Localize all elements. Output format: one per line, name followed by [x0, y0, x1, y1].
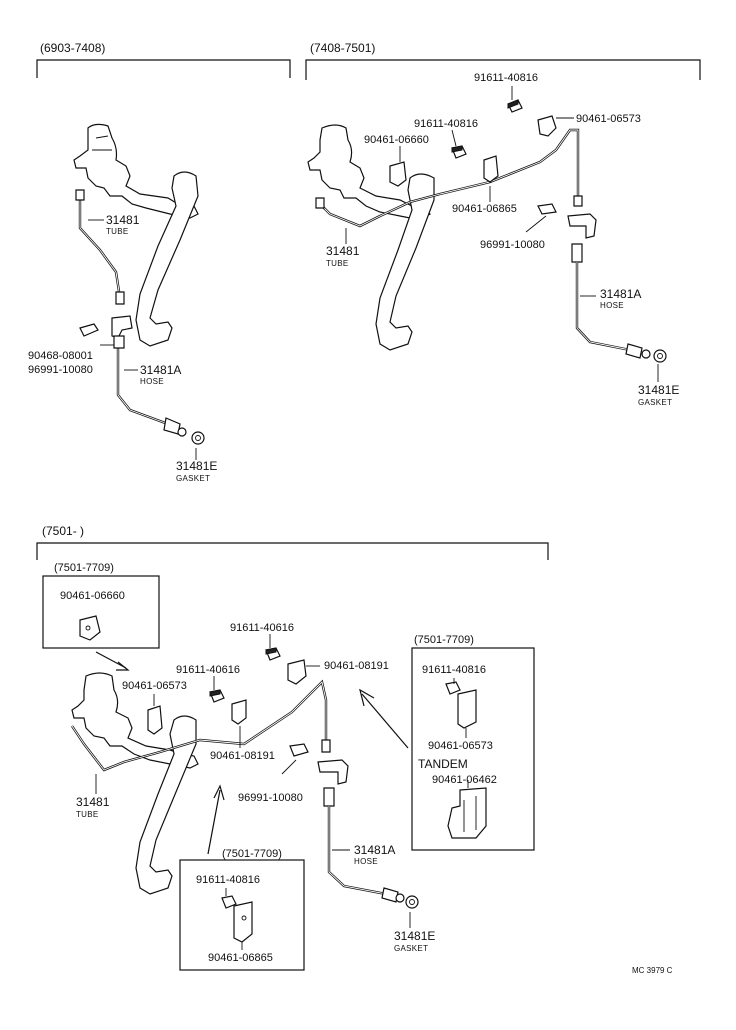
s3-clip: [289, 743, 309, 757]
s3-inset-b-bracket-part-number: 90461-06865: [208, 952, 273, 964]
s3-bolt-mid-part-number: 91611-40616: [230, 622, 295, 634]
s1-hose-part-number: 31481A: [140, 363, 182, 377]
s2-brake-tube: [315, 128, 583, 228]
s2-bracket-left: [389, 161, 407, 187]
s1-bracket: [111, 315, 133, 339]
s2-range-label: (7408-7501): [310, 41, 376, 55]
s2-master-cylinder: [307, 124, 431, 221]
s3-brake-hose: [323, 787, 405, 903]
s2-bolt-top: [507, 99, 523, 113]
diagram-code: MC 3979 C: [632, 966, 673, 975]
section-3-bracket: [36, 542, 549, 560]
s3-bolt-left-part-number: 91611-40616: [176, 664, 241, 676]
s2-clip-part-number: 96991-10080: [480, 239, 545, 251]
s1-brake-tube: [75, 189, 125, 305]
s3-inset-c-box: [411, 647, 535, 851]
s2-hose-bracket: [567, 213, 597, 239]
s3-bracket-mid-part-number: 90461-08191: [324, 660, 389, 672]
s3-inset-b-arrow: [207, 784, 225, 855]
s3-inset-c-tandem-label: TANDEM: [418, 757, 468, 771]
s3-bolt-mid: [265, 647, 281, 661]
s3-hose-bracket: [317, 759, 349, 785]
s3-hose-name: HOSE: [354, 857, 378, 866]
s3-inset-c-range: (7501-7709): [414, 634, 474, 646]
s3-inset-c-bracket2-part-number: 90461-06462: [432, 774, 497, 786]
s2-bracket-left-part-number: 90461-06660: [364, 134, 429, 146]
s1-clip-part-number-a: 90468-08001: [28, 350, 93, 362]
s3-gasket: [405, 895, 419, 909]
s3-inset-a-arrow: [95, 651, 130, 671]
s2-bracket-top: [537, 115, 557, 137]
s3-bracket-lower: [231, 699, 247, 725]
s2-gasket: [653, 349, 667, 363]
s1-range-label: (6903-7408): [40, 41, 106, 55]
s1-gasket: [191, 431, 205, 445]
s3-inset-a-part-number: 90461-06660: [60, 590, 125, 602]
s2-brake-pedal: [375, 173, 435, 351]
s2-hose-name: HOSE: [600, 301, 624, 310]
s3-inset-b-range: (7501-7709): [222, 848, 282, 860]
s2-clip: [537, 203, 557, 215]
s2-tube-name: TUBE: [326, 259, 349, 268]
s3-clip-part-number: 96991-10080: [238, 792, 303, 804]
s2-tube-part-number: 31481: [326, 244, 360, 258]
s2-bracket-mid-part-number: 90461-06865: [452, 203, 517, 215]
s1-brake-hose: [113, 335, 187, 437]
s2-bracket-mid: [483, 155, 499, 183]
s3-master-cylinder: [71, 672, 199, 769]
s2-bolt-top-part-number: 91611-40816: [474, 72, 539, 84]
s3-brake-tube: [71, 679, 331, 772]
s2-bolt-mid: [451, 145, 467, 159]
s3-inset-a-range: (7501-7709): [54, 562, 114, 574]
s3-hose-part-number: 31481A: [354, 843, 396, 857]
s3-bolt-left: [209, 689, 225, 703]
s3-range-label: (7501- ): [42, 524, 85, 538]
s1-clip: [79, 323, 99, 337]
s3-bracket-lower-part-number: 90461-08191: [210, 750, 275, 762]
s1-hose-name: HOSE: [140, 377, 164, 386]
s1-tube-part-number: 31481: [106, 213, 140, 227]
s3-bracket-left-part-number: 90461-06573: [122, 680, 187, 692]
s1-tube-name: TUBE: [106, 227, 129, 236]
s1-clip-part-number-b: 96991-10080: [28, 364, 93, 376]
s3-tube-part-number: 31481: [76, 795, 110, 809]
s1-brake-pedal: [135, 171, 199, 347]
s2-gasket-name: GASKET: [638, 398, 673, 407]
section-1-bracket: [36, 59, 291, 78]
s2-hose-part-number: 31481A: [600, 287, 642, 301]
s3-inset-b-box: [179, 859, 305, 971]
s1-gasket-name: GASKET: [176, 474, 211, 483]
s2-gasket-part-number: 31481E: [638, 383, 680, 397]
s3-inset-c-bolt-part-number: 91611-40816: [422, 664, 487, 676]
s3-inset-c-bracket-part-number: 90461-06573: [428, 740, 493, 752]
s3-inset-a-box: [42, 575, 160, 649]
s3-gasket-name: GASKET: [394, 944, 429, 953]
s2-brake-hose: [571, 243, 651, 359]
s3-gasket-part-number: 31481E: [394, 929, 436, 943]
s3-inset-b-bolt-part-number: 91611-40816: [196, 874, 261, 886]
s3-brake-pedal: [135, 715, 197, 895]
s3-inset-c-arrow: [359, 688, 409, 749]
s3-bracket-left: [147, 705, 163, 735]
s1-master-cylinder: [73, 123, 199, 219]
s3-bracket-mid: [287, 659, 307, 685]
s2-bracket-top-part-number: 90461-06573: [576, 113, 641, 125]
s2-bolt-mid-part-number: 91611-40816: [414, 118, 479, 130]
s3-tube-name: TUBE: [76, 810, 99, 819]
section-2-bracket: [305, 59, 701, 80]
s1-gasket-part-number: 31481E: [176, 459, 218, 473]
